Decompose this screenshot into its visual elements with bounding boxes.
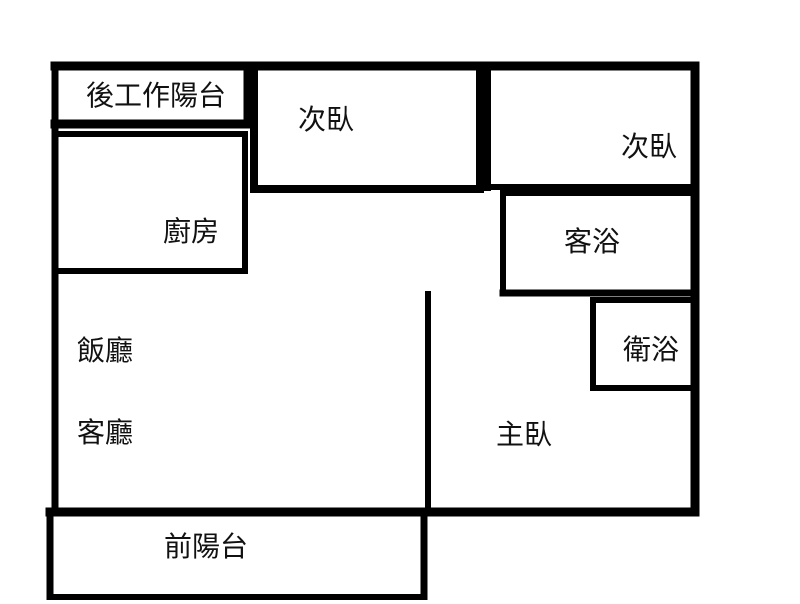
room-label-kitchen: 廚房 [163,215,220,248]
room-label-master-bedroom: 主臥 [496,418,553,451]
room-label-bathroom: 衛浴 [623,333,680,366]
room-label-bedroom-left: 次臥 [298,103,355,136]
room-label-dining-room: 飯廳 [77,334,134,367]
room-label-bedroom-right: 次臥 [621,130,678,163]
room-label-guest-bathroom: 客浴 [564,225,621,258]
room-label-front-balcony: 前陽台 [164,530,249,563]
room-label-living-room: 客廳 [77,416,134,449]
room-label-rear-balcony: 後工作陽台 [86,79,227,112]
